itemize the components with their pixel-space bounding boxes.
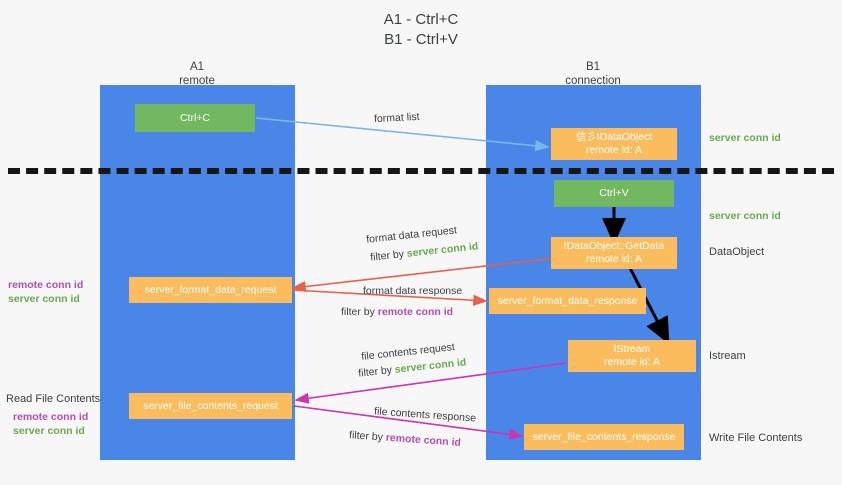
box-ctrl-v-label: Ctrl+V xyxy=(599,187,629,199)
right-label-server-conn-id-top: server conn id xyxy=(709,132,781,146)
box-idataobject-getdata-line1: IDataObject::GetData xyxy=(563,240,665,252)
left-label-remote-conn-id-upper: remote conn id xyxy=(8,279,84,291)
box-idataobject-getdata[interactable]: IDataObject::GetData remote id: A xyxy=(551,237,677,269)
right-label-dataobject: DataObject xyxy=(709,246,765,258)
box-ctrl-c[interactable]: Ctrl+C xyxy=(135,104,255,132)
box-server-format-data-response[interactable]: server_format_data_response xyxy=(489,288,646,314)
left-label-conn-ids-lower: remote conn id server conn id xyxy=(13,411,88,438)
filter-prefix-2: filter by xyxy=(341,306,378,318)
edge-label-file-contents-response: file contents response xyxy=(373,405,477,425)
edge-label-file-contents-response-filter: filter by remote conn id xyxy=(349,428,462,450)
column-header-b1-name: B1 xyxy=(585,61,601,73)
left-label-conn-ids-upper: remote conn id server conn id xyxy=(8,279,83,306)
box-istream-line2: remote id: A xyxy=(603,356,661,368)
box-idataobject-line2: remote id: A xyxy=(585,144,643,156)
left-label-remote-conn-id-lower: remote conn id xyxy=(13,411,89,423)
left-label-server-conn-id-lower: server conn id xyxy=(13,424,85,437)
column-header-b1-sub: connection xyxy=(565,75,621,87)
filter-prefix-4: filter by xyxy=(348,429,387,444)
box-server-file-contents-response-label: server_file_contents_response xyxy=(532,430,676,443)
left-label-server-conn-id-upper: server conn id xyxy=(8,292,80,305)
filter-prefix-3: filter by xyxy=(357,363,396,380)
box-server-format-data-request[interactable]: server_format_data_request xyxy=(129,277,292,303)
column-header-a1-name: A1 xyxy=(189,61,205,73)
box-server-format-data-response-label: server_format_data_response xyxy=(497,294,638,307)
filter-key-remote-conn-id-2: remote conn id xyxy=(385,431,462,449)
edge-label-format-data-response: format data response xyxy=(363,285,463,297)
filter-key-remote-conn-id-1: remote conn id xyxy=(377,306,454,318)
box-server-file-contents-response[interactable]: server_file_contents_response xyxy=(524,424,684,450)
title-line-2: B1 - Ctrl+V xyxy=(384,31,458,48)
box-idataobject[interactable]: 信彡IDataObject remote id: A xyxy=(551,128,677,160)
column-header-b1: B1 connection xyxy=(513,60,673,88)
box-server-file-contents-request[interactable]: server_file_contents_request xyxy=(129,393,292,419)
box-istream-line1: IStream xyxy=(613,343,651,355)
box-idataobject-getdata-line2: remote id: A xyxy=(585,253,643,265)
box-server-format-data-request-label: server_format_data_request xyxy=(144,283,277,296)
edge-label-format-data-response-filter: filter by remote conn id xyxy=(341,305,453,319)
edge-label-format-list: format list xyxy=(373,110,420,126)
right-label-write-file-contents: Write File Contents xyxy=(709,432,803,444)
title-line-1: A1 - Ctrl+C xyxy=(383,11,459,28)
page-title: A1 - Ctrl+C B1 - Ctrl+V xyxy=(0,10,842,50)
right-label-istream: Istream xyxy=(709,350,746,362)
box-idataobject-line1: 信彡IDataObject xyxy=(575,131,653,143)
filter-key-server-conn-id-1: server conn id xyxy=(406,240,479,260)
box-istream[interactable]: IStream remote id: A xyxy=(568,340,696,372)
box-ctrl-v[interactable]: Ctrl+V xyxy=(554,180,674,207)
dashed-separator xyxy=(8,168,834,174)
left-label-read-file-contents: Read File Contents xyxy=(6,393,101,405)
column-header-a1: A1 remote xyxy=(117,60,277,88)
box-ctrl-c-label: Ctrl+C xyxy=(179,111,211,124)
filter-prefix-1: filter by xyxy=(369,247,408,264)
right-label-server-conn-id-mid-text: server conn id xyxy=(709,210,781,222)
column-header-a1-sub: remote xyxy=(179,75,215,87)
box-server-file-contents-request-label: server_file_contents_request xyxy=(143,399,278,412)
right-label-server-conn-id-top-text: server conn id xyxy=(709,132,781,144)
right-label-server-conn-id-mid: server conn id xyxy=(709,210,781,224)
